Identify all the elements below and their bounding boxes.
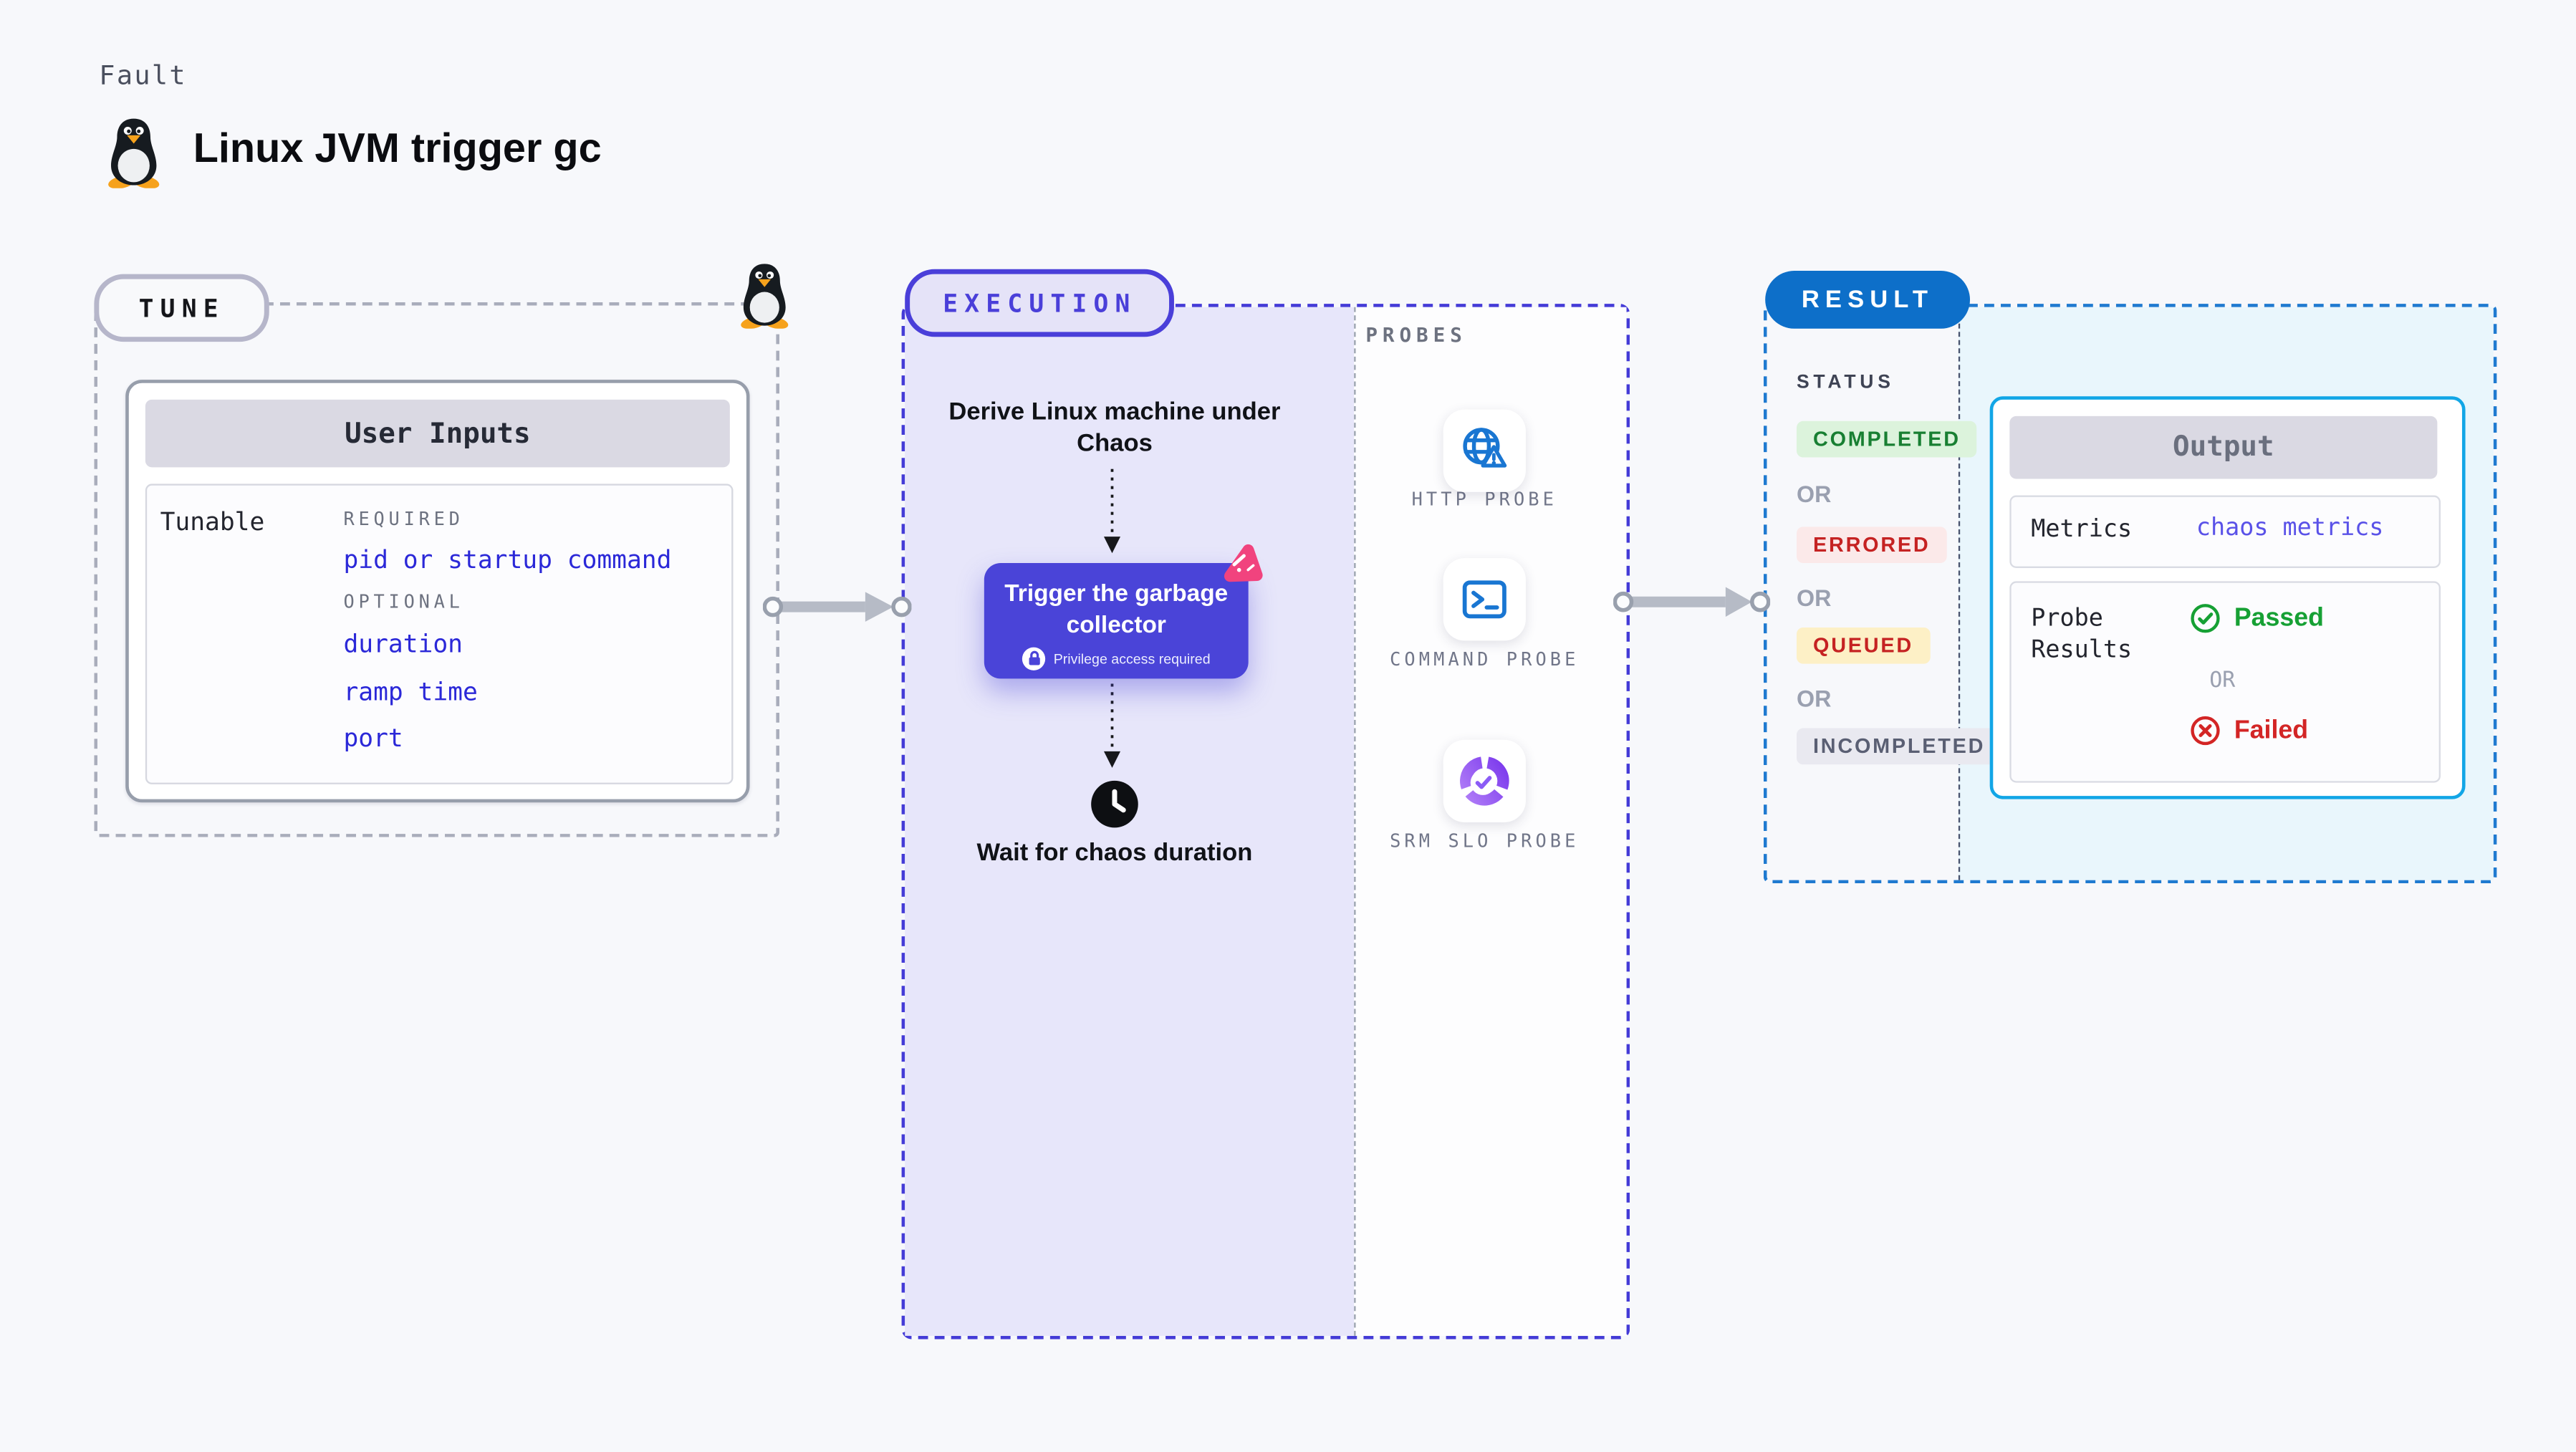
step-wait-duration: Wait for chaos duration: [976, 839, 1253, 867]
x-circle-icon: [2191, 716, 2220, 746]
or-separator: OR: [1796, 585, 1832, 611]
metrics-label: Metrics: [2031, 516, 2133, 544]
output-title: Output: [2009, 415, 2438, 479]
or-separator: OR: [2209, 668, 2236, 694]
status-badge-errored: ERRORED: [1796, 527, 1947, 564]
tune-section-box: [94, 302, 780, 837]
tunable-link-ramp-time[interactable]: ramp time: [343, 677, 478, 707]
linux-penguin-icon: [108, 118, 160, 188]
trigger-node-title: Trigger the garbage collector: [1004, 581, 1229, 638]
tunable-link-pid[interactable]: pid or startup command: [343, 544, 672, 575]
execution-badge: EXECUTION: [905, 269, 1175, 337]
optional-label: OPTIONAL: [343, 591, 464, 613]
probe-results-row: Probe Results Passed OR Failed: [2009, 581, 2441, 783]
probe-results-label: Probe Results: [2031, 605, 2133, 664]
user-inputs-body: Tunable REQUIRED pid or startup command …: [145, 484, 734, 784]
check-circle-icon: [2191, 604, 2220, 633]
probes-label: PROBES: [1365, 323, 1467, 347]
http-probe-label: HTTP PROBE: [1411, 489, 1557, 511]
user-inputs-title: User Inputs: [145, 399, 730, 468]
step-derive-machine: Derive Linux machine under Chaos: [948, 398, 1281, 458]
status-badge-queued: QUEUED: [1796, 627, 1930, 664]
user-inputs-card: User Inputs Tunable REQUIRED pid or star…: [125, 380, 750, 803]
command-probe-card[interactable]: [1443, 558, 1526, 641]
passed-label: Passed: [2234, 603, 2325, 632]
failed-row: Failed: [2190, 715, 2309, 746]
chaos-fault-icon: [1224, 544, 1263, 582]
lock-icon: [1022, 647, 1046, 670]
dotted-arrow-down-icon: [1103, 683, 1121, 768]
result-badge: RESULT: [1765, 271, 1970, 329]
terminal-icon: [1462, 580, 1506, 619]
status-label: STATUS: [1796, 372, 1895, 393]
tune-badge: TUNE: [94, 274, 270, 342]
page-title: Linux JVM trigger gc: [193, 125, 602, 172]
trigger-gc-node[interactable]: Trigger the garbage collector Privilege …: [984, 544, 1263, 679]
metrics-row: Metrics chaos metrics: [2009, 495, 2441, 568]
tunable-link-port[interactable]: port: [343, 723, 403, 754]
tunable-label: Tunable: [160, 506, 265, 537]
tunable-link-duration[interactable]: duration: [343, 629, 463, 659]
http-probe-card[interactable]: [1443, 409, 1526, 492]
slo-donut-icon: [1460, 756, 1509, 806]
or-separator: OR: [1796, 685, 1832, 712]
dotted-arrow-down-icon: [1103, 468, 1121, 554]
passed-row: Passed: [2190, 602, 2324, 634]
linux-penguin-icon: [741, 264, 789, 329]
clock-icon: [1091, 780, 1138, 828]
metrics-value-link[interactable]: chaos metrics: [2196, 515, 2384, 542]
status-badge-incompleted: INCOMPLETED: [1796, 728, 2002, 765]
status-badge-completed: COMPLETED: [1796, 420, 1977, 458]
srm-slo-probe-label: SRM SLO PROBE: [1390, 830, 1580, 852]
privilege-note: Privilege access required: [1053, 650, 1211, 668]
output-card: Output Metrics chaos metrics Probe Resul…: [1989, 396, 2466, 799]
arrow-execution-to-result: [1613, 587, 1771, 617]
required-label: REQUIRED: [343, 508, 464, 530]
failed-label: Failed: [2234, 716, 2309, 744]
or-separator: OR: [1796, 480, 1832, 507]
globe-alert-icon: [1463, 428, 1507, 468]
command-probe-label: COMMAND PROBE: [1390, 648, 1580, 670]
arrow-tune-to-execution: [762, 592, 912, 622]
srm-slo-probe-card[interactable]: [1443, 739, 1526, 822]
fault-kicker: Fault: [99, 59, 187, 91]
